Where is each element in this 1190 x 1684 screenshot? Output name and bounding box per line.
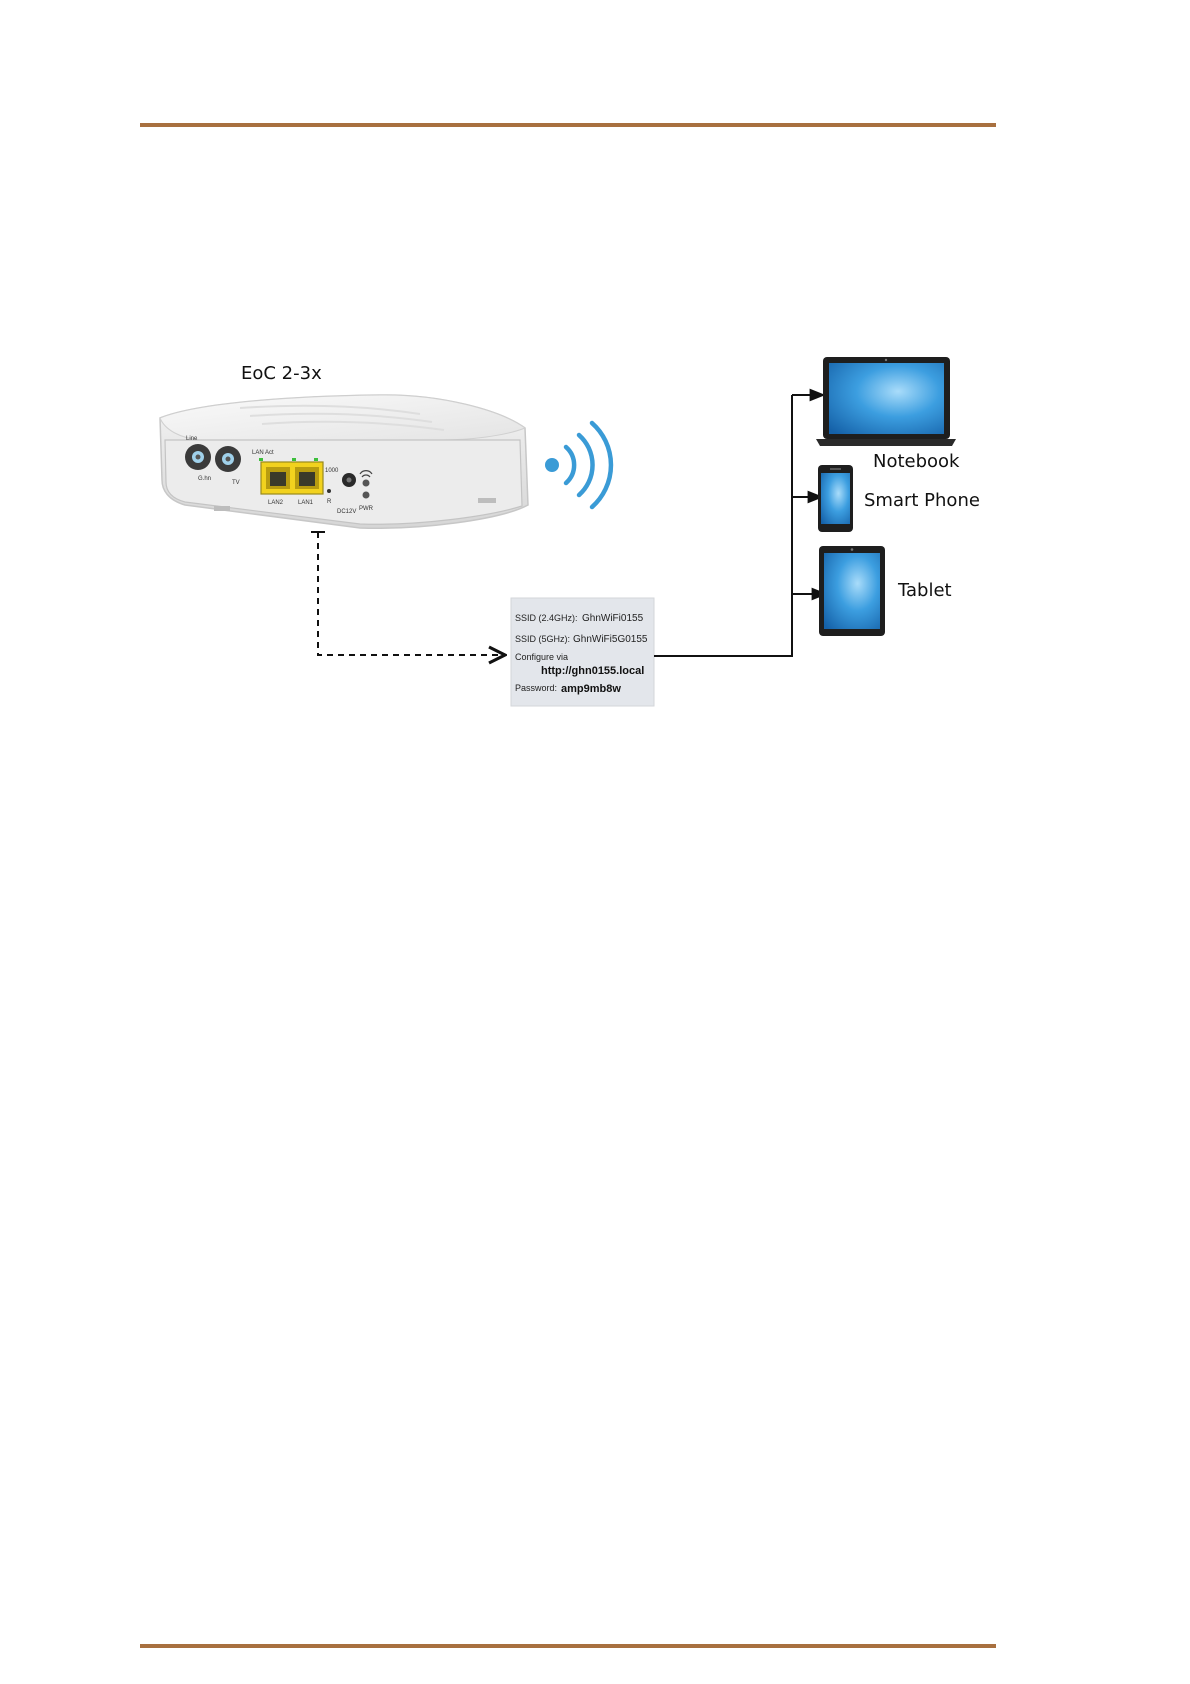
smartphone-label: Smart Phone <box>864 490 980 511</box>
tablet-icon <box>819 546 885 636</box>
svg-text:http://ghn0155.local: http://ghn0155.local <box>541 665 644 677</box>
svg-text:GhnWiFi0155: GhnWiFi0155 <box>582 613 644 624</box>
svg-text:Password:: Password: <box>515 683 557 693</box>
svg-text:1000: 1000 <box>325 468 339 474</box>
notebook-label: Notebook <box>873 451 960 472</box>
svg-text:Line: Line <box>186 436 198 442</box>
svg-text:R: R <box>327 499 332 505</box>
device-name: EoC 2-3x <box>241 363 322 384</box>
svg-text:amp9mb8w: amp9mb8w <box>561 683 621 695</box>
notebook-icon <box>816 357 956 446</box>
router-device: Line G.hn TV LAN Act LAN2 LAN1 1000 R DC… <box>160 395 528 528</box>
svg-text:SSID (2.4GHz):: SSID (2.4GHz): <box>515 613 578 623</box>
svg-text:LAN Act: LAN Act <box>252 450 274 456</box>
smartphone-icon <box>818 465 853 532</box>
svg-text:TV: TV <box>232 480 240 486</box>
svg-text:G.hn: G.hn <box>198 476 211 482</box>
svg-text:LAN1: LAN1 <box>298 500 314 506</box>
svg-text:Configure via: Configure via <box>515 652 568 662</box>
connection-trunk <box>654 395 792 656</box>
svg-text:DC12V: DC12V <box>337 509 356 515</box>
tablet-label: Tablet <box>897 580 952 601</box>
label-sticker: SSID (2.4GHz): GhnWiFi0155 SSID (5GHz): … <box>511 598 654 706</box>
svg-text:SSID (5GHz):: SSID (5GHz): <box>515 634 570 644</box>
svg-text:GhnWiFi5G0155: GhnWiFi5G0155 <box>573 634 648 645</box>
wifi-signal-icon <box>545 423 611 507</box>
svg-text:PWR: PWR <box>359 506 374 512</box>
dashed-leader-line <box>318 532 505 655</box>
svg-text:LAN2: LAN2 <box>268 500 284 506</box>
